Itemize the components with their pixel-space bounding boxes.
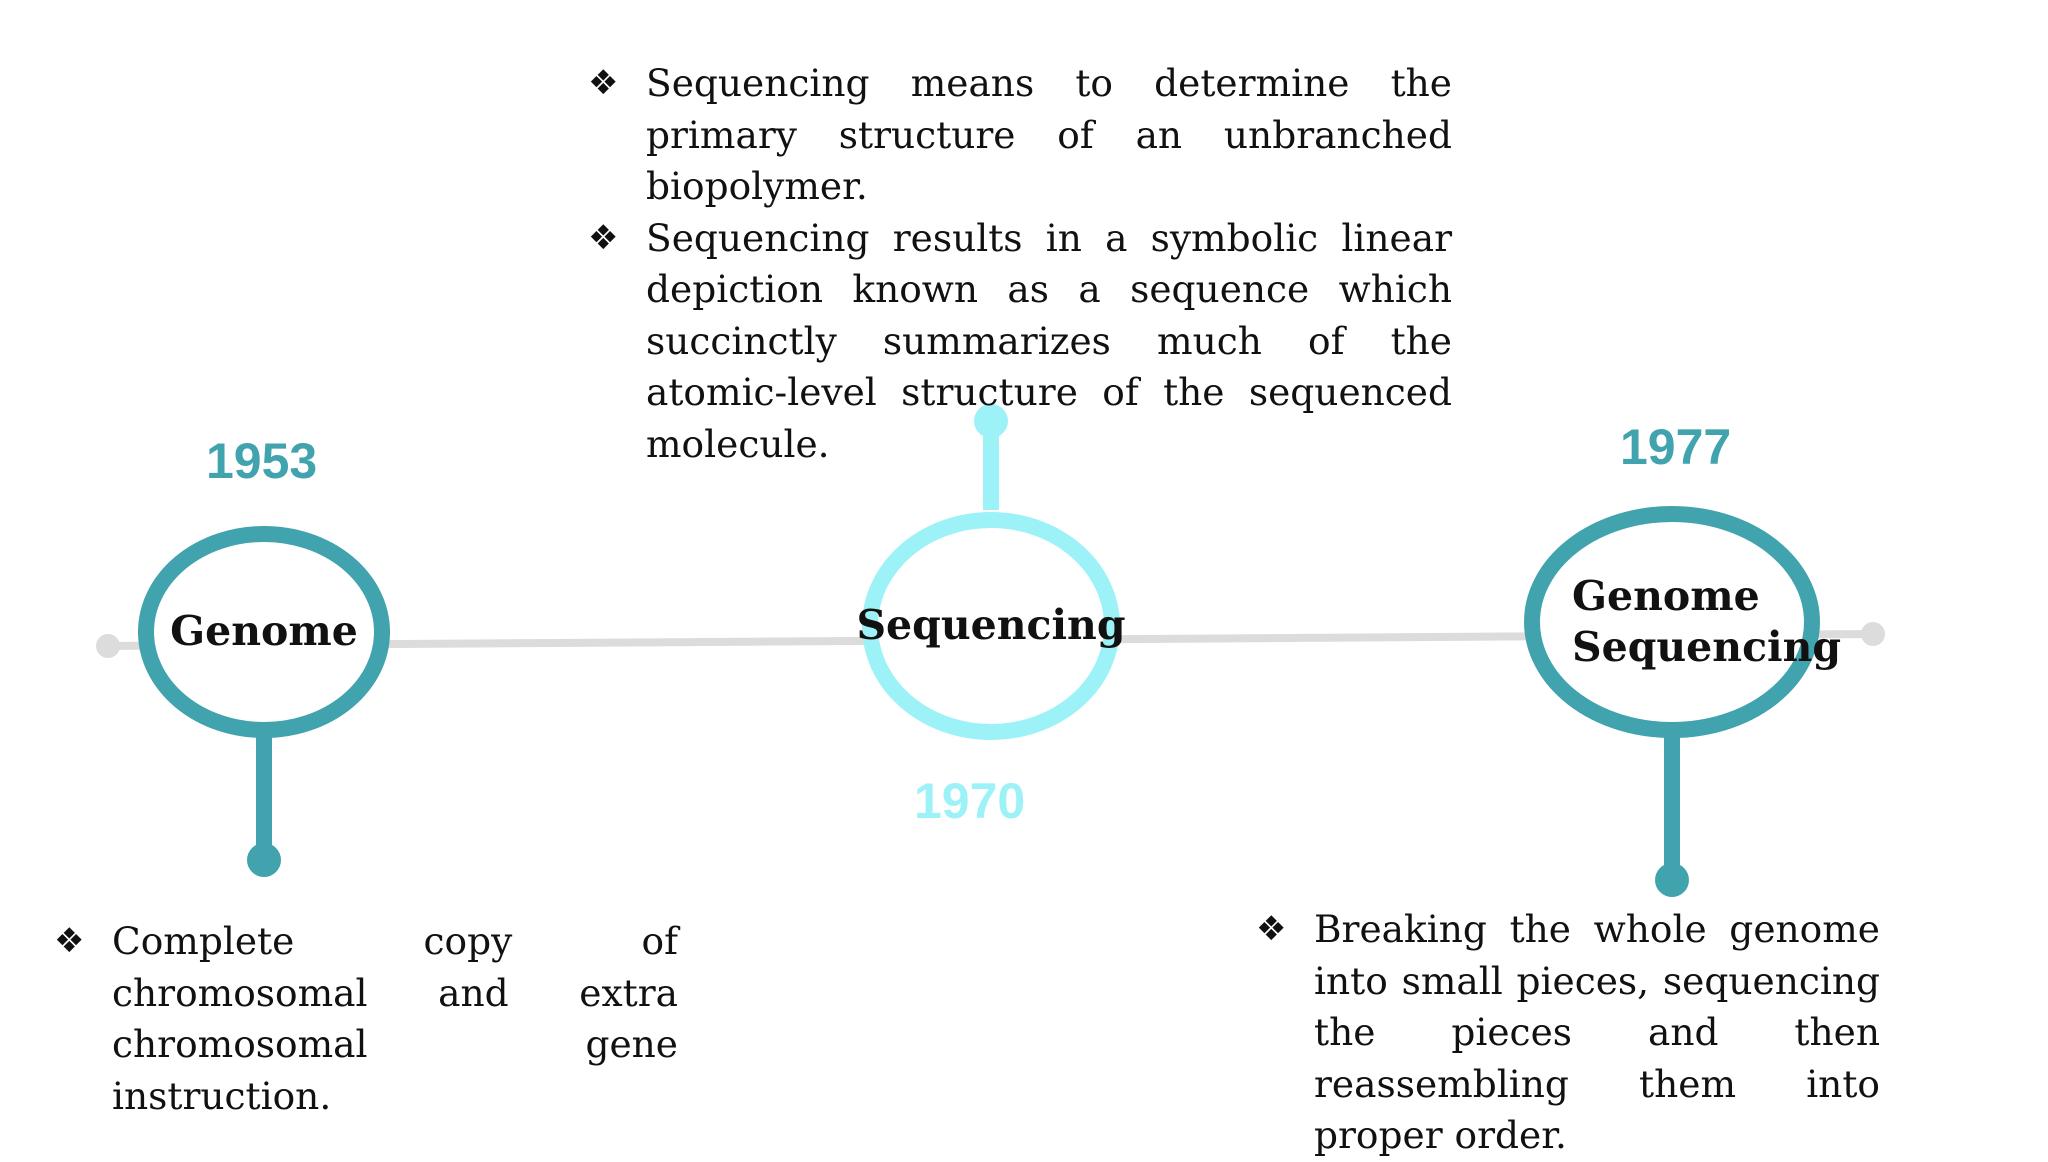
genome-stem-dot [247,843,281,877]
bullet-text: Breaking the whole genome into small pie… [1314,907,1880,1157]
axis-end-dot [1861,622,1885,646]
sequencing-node-label: Sequencing [856,578,1125,674]
bullet-item: ❖ Complete copy of chromosomal and extra… [54,916,678,1122]
bullet-item: ❖ Sequencing results in a symbolic linea… [588,213,1452,471]
bullet-text: Sequencing means to determine the primar… [646,61,1452,208]
axis-start-dot [96,634,120,658]
node-label-line: Genome [1572,571,1760,620]
node-label-line: Genome [170,607,358,656]
bullet-text: Sequencing results in a symbolic linear … [646,215,1452,466]
four-diamond-bullet-icon: ❖ [1256,909,1287,949]
four-diamond-bullet-icon: ❖ [54,921,85,961]
year-label-1953: 1953 [206,433,318,489]
genome-sequencing-node-ring [1524,506,1820,738]
bullet-item: ❖ Breaking the whole genome into small p… [1256,904,1880,1162]
sequencing-node-ring [862,512,1120,740]
bullet-item: ❖ Sequencing means to determine the prim… [588,58,1452,213]
four-diamond-bullet-icon: ❖ [588,63,619,103]
bullet-text: Complete copy of chromosomal and extra c… [112,919,678,1118]
year-label-1970: 1970 [914,773,1026,829]
genome-sequencing-stem-dot [1655,863,1689,897]
genome-sequencing-description: ❖ Breaking the whole genome into small p… [1256,904,1880,1162]
year-label-1977: 1977 [1620,419,1732,475]
node-label-line: Sequencing [856,601,1126,650]
node-label-line: Sequencing [1572,623,1842,671]
sequencing-description: ❖ Sequencing means to determine the prim… [588,58,1452,470]
sequencing-stem-dot [974,404,1008,438]
genome-node-label: Genome [146,582,382,682]
genome-sequencing-node-label: Genome Sequencing [1572,570,1841,674]
genome-description: ❖ Complete copy of chromosomal and extra… [54,916,678,1122]
genome-node-ring [138,526,390,738]
four-diamond-bullet-icon: ❖ [588,217,619,258]
